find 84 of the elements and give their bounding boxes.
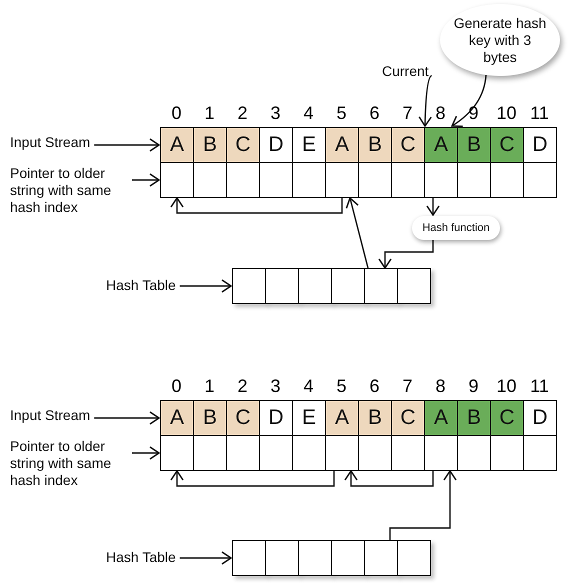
arrow: [132, 173, 160, 187]
index-number: 3: [269, 376, 282, 397]
index-number: 3: [269, 103, 282, 124]
row-label: Hash Table: [106, 277, 176, 294]
arrow: [418, 74, 432, 127]
arrow: [94, 138, 160, 152]
hash-table-slot: [397, 540, 431, 576]
index-number: 5: [335, 376, 348, 397]
arrow: [344, 470, 434, 487]
function-box: Hash function: [412, 216, 500, 240]
hash-table-slot: [364, 268, 398, 304]
index-number: 10: [495, 376, 518, 397]
stream-cell: C: [391, 127, 425, 163]
stream-cell: B: [193, 400, 227, 436]
arrow: [170, 197, 343, 214]
index-number: 4: [302, 376, 314, 397]
index-number: 7: [401, 103, 414, 124]
index-number: 6: [368, 103, 380, 124]
index-number: 0: [170, 376, 182, 397]
stream-cell: A: [424, 400, 458, 436]
pointer-label: Current: [382, 63, 429, 80]
pointer-cell: [160, 162, 194, 198]
pointer-cell: [523, 435, 557, 471]
stream-cell: A: [160, 400, 194, 436]
stream-cell: B: [358, 400, 392, 436]
hash-table-slot: [331, 540, 365, 576]
stream-cell: C: [226, 400, 260, 436]
arrow: [378, 240, 434, 269]
stream-cell: D: [523, 127, 557, 163]
index-number: 7: [401, 376, 414, 397]
pointer-cell: [523, 162, 557, 198]
stream-cell: C: [391, 400, 425, 436]
row-label: Hash Table: [106, 549, 176, 566]
row-label: Input Stream: [10, 407, 90, 424]
stream-cell: C: [490, 127, 524, 163]
arrow: [180, 551, 232, 565]
pointer-cell: [160, 435, 194, 471]
arrow: [170, 470, 335, 487]
stream-cell: A: [160, 127, 194, 163]
index-number: 9: [467, 103, 480, 124]
index-number: 8: [434, 103, 446, 124]
arrow: [180, 279, 232, 293]
hash-table-slot: [331, 268, 365, 304]
stream-cell: A: [325, 400, 359, 436]
index-number: 9: [467, 376, 480, 397]
index-number: 1: [203, 103, 216, 124]
index-number: 6: [368, 376, 380, 397]
index-number: 11: [529, 376, 550, 397]
hash-table-slot: [298, 268, 332, 304]
arrow: [346, 197, 369, 268]
arrow: [451, 74, 487, 127]
stream-cell: C: [490, 400, 524, 436]
index-number: 11: [529, 103, 550, 124]
row-label: Pointer to older string with same hash index: [10, 165, 128, 216]
arrow: [426, 198, 440, 216]
hash-table-slot: [397, 268, 431, 304]
index-number: 5: [335, 103, 348, 124]
index-number: 2: [236, 103, 248, 124]
hash-table-slot: [232, 540, 266, 576]
row-label: Pointer to older string with same hash index: [10, 438, 128, 489]
hash-table-slot: [265, 268, 299, 304]
stream-cell: B: [457, 127, 491, 163]
hash-table-slot: [232, 268, 266, 304]
index-number: 4: [302, 103, 314, 124]
hash-table-slot: [265, 540, 299, 576]
stream-cell: B: [193, 127, 227, 163]
index-number: 8: [434, 376, 446, 397]
index-number: 10: [495, 103, 518, 124]
callout-bubble: Generate hash key with 3 bytes: [440, 4, 560, 76]
index-number: 0: [170, 103, 182, 124]
index-number: 1: [203, 376, 216, 397]
hash-table-slot: [298, 540, 332, 576]
arrow: [94, 411, 160, 425]
stream-cell: B: [457, 400, 491, 436]
stream-cell: D: [523, 400, 557, 436]
stream-cell: C: [226, 127, 260, 163]
stream-cell: B: [358, 127, 392, 163]
hash-table-slot: [364, 540, 398, 576]
row-label: Input Stream: [10, 134, 90, 151]
stream-cell: A: [325, 127, 359, 163]
arrow: [132, 446, 160, 460]
arrow: [389, 470, 457, 540]
stream-cell: A: [424, 127, 458, 163]
index-number: 2: [236, 376, 248, 397]
